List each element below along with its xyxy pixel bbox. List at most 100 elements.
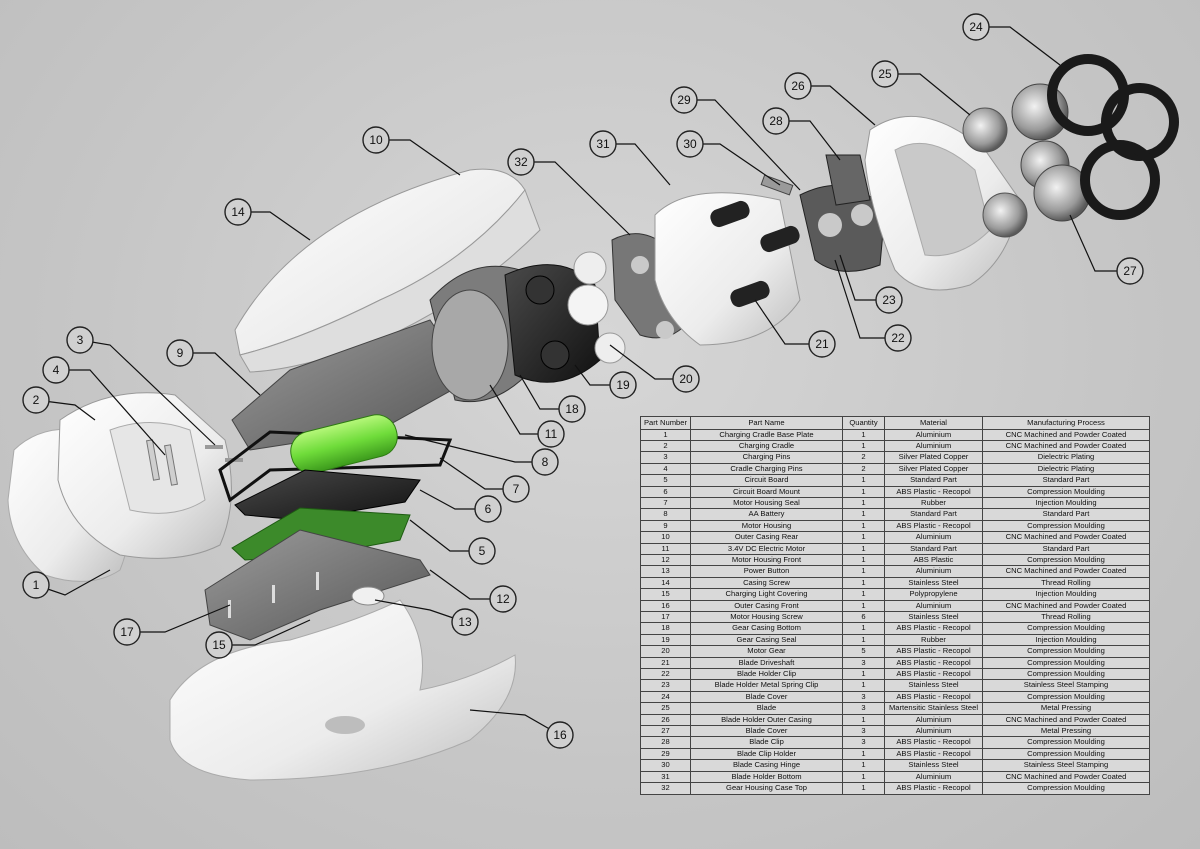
svg-text:19: 19 bbox=[616, 378, 630, 392]
table-cell: 1 bbox=[842, 747, 885, 761]
table-cell: Stainless Steel bbox=[884, 576, 983, 590]
table-cell: Standard Part bbox=[982, 474, 1150, 487]
table-cell: 1 bbox=[842, 782, 885, 795]
table-cell: ABS Plastic - Recopol bbox=[884, 622, 983, 635]
table-cell: Blade Holder Clip bbox=[690, 668, 843, 681]
table-cell: 19 bbox=[640, 633, 691, 647]
callout-28: 28 bbox=[762, 107, 790, 135]
table-cell: Standard Part bbox=[884, 474, 983, 487]
table-cell: Aluminium bbox=[884, 599, 983, 613]
table-cell: 2 bbox=[842, 462, 885, 476]
svg-text:21: 21 bbox=[815, 337, 829, 351]
circuit-board-mount bbox=[234, 469, 421, 521]
table-cell: 5 bbox=[842, 645, 885, 658]
table-cell: Compression Moulding bbox=[982, 519, 1150, 533]
table-cell: Motor Housing Front bbox=[690, 553, 843, 567]
callout-2: 2 bbox=[22, 386, 50, 414]
svg-text:30: 30 bbox=[683, 137, 697, 151]
table-cell: Polypropylene bbox=[884, 588, 983, 601]
table-cell: Rubber bbox=[884, 633, 983, 647]
callout-9: 9 bbox=[166, 339, 194, 367]
svg-text:15: 15 bbox=[212, 638, 226, 652]
callout-23: 23 bbox=[875, 286, 903, 314]
table-cell: 11 bbox=[640, 542, 691, 555]
table-cell: Stainless Steel Stamping bbox=[982, 759, 1150, 772]
table-cell: Casing Screw bbox=[690, 576, 843, 590]
table-cell: Standard Part bbox=[884, 508, 983, 521]
callout-8: 8 bbox=[531, 448, 559, 476]
table-cell: 23 bbox=[640, 679, 691, 692]
table-cell: 1 bbox=[842, 474, 885, 487]
motor-housing-seal bbox=[218, 430, 453, 503]
table-cell: Gear Housing Case Top bbox=[690, 782, 843, 795]
table-cell: 1 bbox=[842, 576, 885, 590]
table-cell: Blade Cover bbox=[690, 690, 843, 704]
svg-text:1: 1 bbox=[33, 578, 40, 592]
table-cell: Blade Clip bbox=[690, 736, 843, 749]
table-cell: ABS Plastic bbox=[884, 553, 983, 567]
table-cell: Motor Housing bbox=[690, 519, 843, 533]
table-cell: Motor Housing Seal bbox=[690, 496, 843, 510]
svg-text:10: 10 bbox=[369, 133, 383, 147]
column-header: Quantity bbox=[842, 416, 885, 430]
table-cell: Rubber bbox=[884, 496, 983, 510]
table-cell: ABS Plastic - Recopol bbox=[884, 485, 983, 498]
blades bbox=[962, 107, 1028, 238]
table-cell: Standard Part bbox=[884, 542, 983, 555]
svg-text:4: 4 bbox=[53, 363, 60, 377]
table-cell: 1 bbox=[842, 565, 885, 578]
table-cell: AA Battery bbox=[690, 508, 843, 521]
table-cell: 14 bbox=[640, 576, 691, 590]
table-cell: 1 bbox=[842, 496, 885, 510]
callout-14: 14 bbox=[224, 198, 252, 226]
table-cell: Blade Driveshaft bbox=[690, 656, 843, 670]
callout-26: 26 bbox=[784, 72, 812, 100]
table-cell: 1 bbox=[842, 668, 885, 681]
table-cell: Motor Housing Screw bbox=[690, 610, 843, 624]
blade-covers-plastic bbox=[1047, 54, 1179, 220]
table-cell: ABS Plastic - Recopol bbox=[884, 690, 983, 704]
table-cell: Silver Plated Copper bbox=[884, 462, 983, 476]
table-cell: Metal Pressing bbox=[982, 725, 1150, 738]
blade-driveshafts bbox=[710, 200, 800, 308]
svg-text:18: 18 bbox=[565, 402, 579, 416]
callout-11: 11 bbox=[537, 420, 565, 448]
svg-text:28: 28 bbox=[769, 114, 783, 128]
svg-text:8: 8 bbox=[542, 455, 549, 469]
svg-text:12: 12 bbox=[496, 592, 510, 606]
table-cell: 2 bbox=[640, 439, 691, 453]
svg-text:17: 17 bbox=[120, 625, 134, 639]
table-cell: 15 bbox=[640, 588, 691, 601]
table-cell: 3 bbox=[640, 451, 691, 464]
svg-text:7: 7 bbox=[513, 482, 520, 496]
table-cell: 9 bbox=[640, 519, 691, 533]
table-cell: ABS Plastic - Recopol bbox=[884, 747, 983, 761]
table-cell: 10 bbox=[640, 531, 691, 544]
table-cell: Blade Casing Hinge bbox=[690, 759, 843, 772]
callout-16: 16 bbox=[546, 721, 574, 749]
table-cell: 29 bbox=[640, 747, 691, 761]
blade-clip-holder bbox=[825, 154, 871, 206]
table-cell: Motor Gear bbox=[690, 645, 843, 658]
table-cell: Compression Moulding bbox=[982, 782, 1150, 795]
table-cell: Charging Light Covering bbox=[690, 588, 843, 601]
table-cell: 32 bbox=[640, 782, 691, 795]
table-cell: 21 bbox=[640, 656, 691, 670]
table-cell: Compression Moulding bbox=[982, 645, 1150, 658]
table-cell: Stainless Steel Stamping bbox=[982, 679, 1150, 692]
